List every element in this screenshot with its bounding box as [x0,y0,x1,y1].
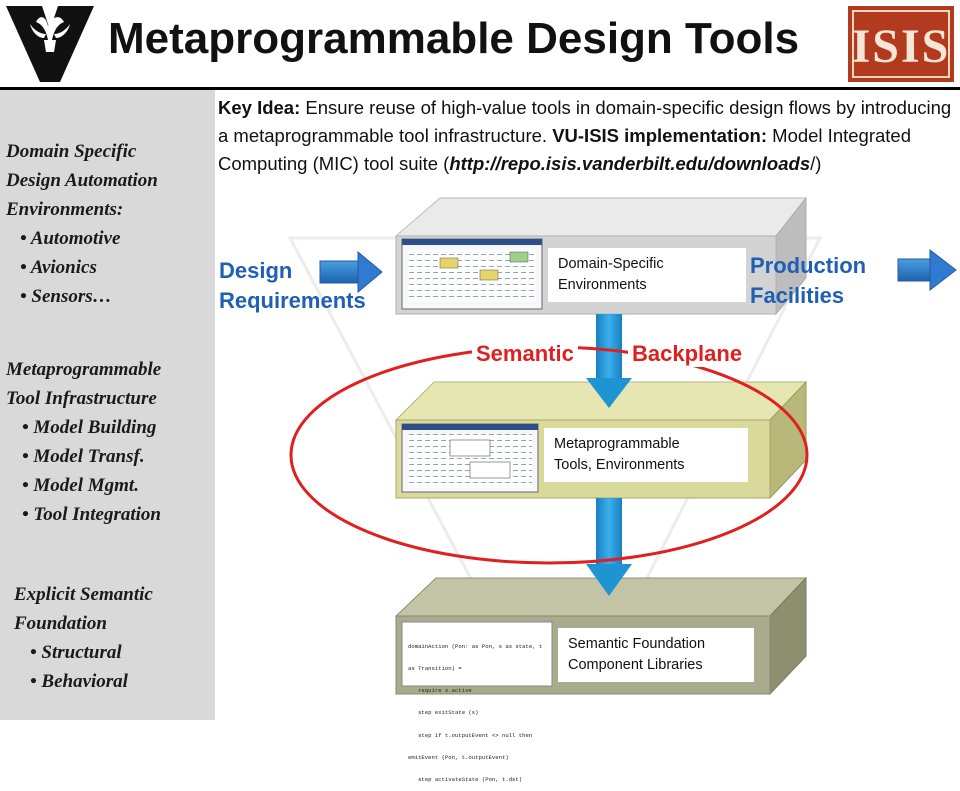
downloads-link[interactable]: http://repo.isis.vanderbilt.edu/download… [449,153,811,174]
sidebar-heading-line: Environments: [6,199,124,220]
backplane-label: Backplane [628,341,747,367]
label-line: Domain-Specific [558,256,664,272]
sidebar-section-domain: Domain Specific Design Automation Enviro… [6,137,158,311]
label-line: Metaprogrammable [554,436,680,452]
label-line: Facilities [750,283,845,308]
label-line: Tools, Environments [554,457,685,473]
vanderbilt-v-logo [6,6,94,82]
sidebar-heading-line: Foundation [14,613,107,634]
header-rule [0,87,960,90]
production-facilities-label: Production Facilities [750,251,866,311]
code-line: emitEvent (Pon, t.outputEvent) [408,753,509,761]
code-line: require s.active [408,687,472,695]
sidebar-section-semantic: Explicit Semantic Foundation • Structura… [14,580,153,696]
sidebar-item-behavioral: • Behavioral [30,671,128,692]
label-line: Production [750,253,867,278]
page-title: Metaprogrammable Design Tools [108,14,800,63]
sidebar-item-model-building: • Model Building [22,417,157,438]
sidebar-heading-line: Metaprogrammable [6,359,162,380]
impl-tail: /) [810,153,822,174]
sidebar-heading-line: Explicit Semantic [14,584,153,605]
sidebar-heading-line: Domain Specific [6,141,137,162]
sidebar [0,90,215,720]
impl-body: Model Integrated Computing (MIC) tool su… [218,125,911,174]
sidebar-section-metaprogrammable: Metaprogrammable Tool Infrastructure • M… [6,355,161,529]
code-line: as Transition) = [408,665,462,673]
sidebar-item-automotive: • Automotive [20,228,121,249]
sidebar-item-sensors: • Sensors… [20,286,112,307]
label-line: Environments [558,277,647,293]
design-requirements-label: Design Requirements [219,256,366,316]
label-domain-specific: Domain-Specific Environments [548,248,746,302]
code-snippet-box [401,621,553,687]
code-snippet: domainAction (Pon: as Pon, s as state, t… [408,628,550,791]
label-line: Requirements [219,288,366,313]
impl-label: VU-ISIS implementation: [552,125,768,146]
down-arrow-2 [586,498,632,596]
code-line: step if t.outputEvent <> null then [408,731,533,739]
label-line: Component Libraries [568,657,703,673]
sidebar-item-model-mgmt: • Model Mgmt. [22,475,139,496]
key-idea-body: Ensure reuse of high-value tools in doma… [218,97,952,146]
isis-logo-text: ISIS [852,20,951,73]
label-semantic-foundation: Semantic Foundation Component Libraries [558,628,754,682]
key-idea-label: Key Idea: [218,97,301,118]
key-idea-text: Key Idea: Ensure reuse of high-value too… [218,94,958,178]
code-line: domainAction (Pon: as Pon, s as state, t [408,642,543,650]
semantic-label: Semantic [472,341,578,367]
sidebar-heading-line: Tool Infrastructure [6,388,157,409]
sidebar-item-model-transf: • Model Transf. [22,446,145,467]
isis-logo: ISIS [848,6,954,82]
sidebar-item-avionics: • Avionics [20,257,97,278]
sidebar-heading-line: Design Automation [6,170,158,191]
design-requirements-arrow [319,250,383,294]
production-facilities-arrow [897,248,957,292]
header: Metaprogrammable Design Tools ISIS [0,0,960,88]
label-line: Design [219,258,293,283]
down-arrow-1 [586,314,632,408]
code-line: step exitState (s) [408,709,479,717]
label-metaprogrammable: Metaprogrammable Tools, Environments [544,428,748,482]
sidebar-item-tool-integration: • Tool Integration [22,504,161,525]
sidebar-item-structural: • Structural [30,642,122,663]
code-line: step activateState (Pon, t.dst) [408,776,523,784]
label-line: Semantic Foundation [568,636,706,652]
